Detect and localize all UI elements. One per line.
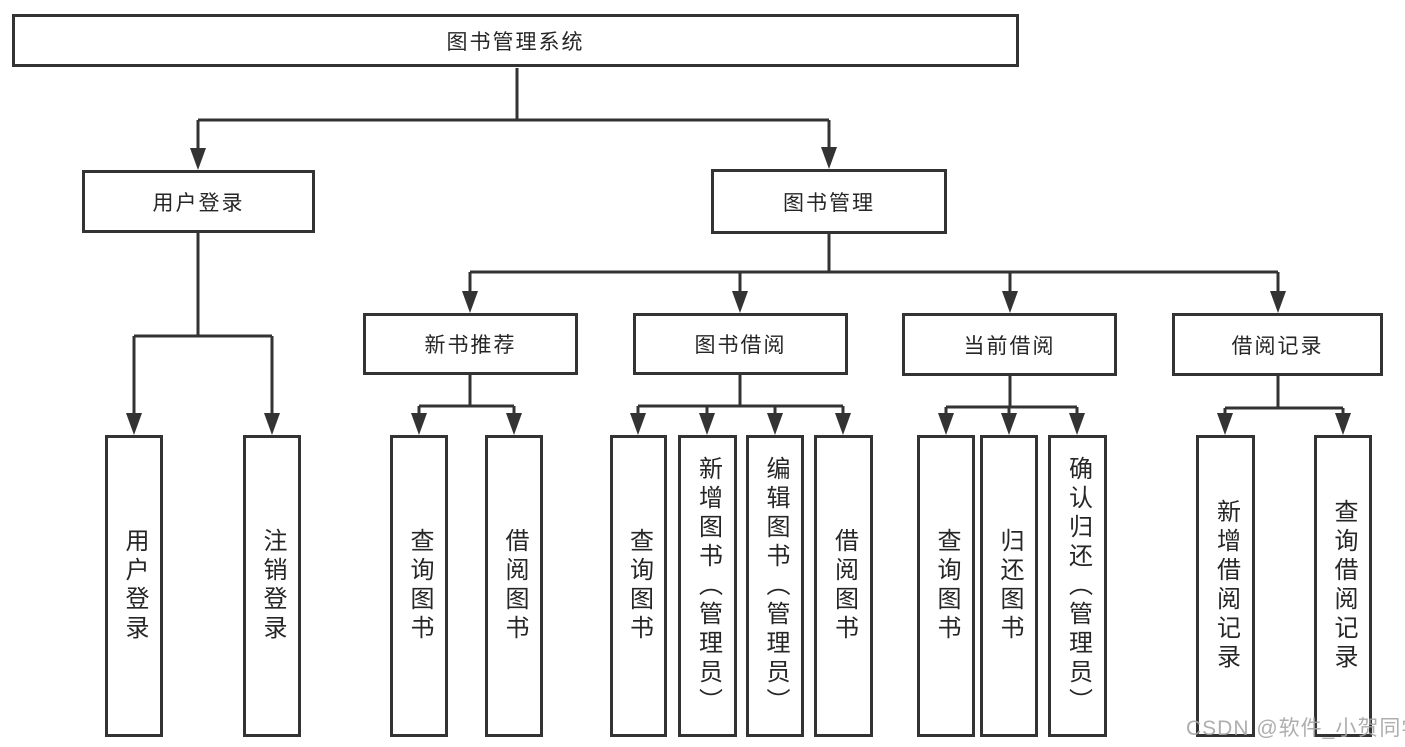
leaf-add-book-admin: 新增图书（管理员） bbox=[678, 435, 737, 737]
leaf-borrow-books-recommend: 借阅图书 bbox=[485, 435, 543, 737]
leaf-query-books-recommend: 查询图书 bbox=[390, 435, 448, 737]
leaf-edit-book-admin: 编辑图书（管理员） bbox=[746, 435, 804, 737]
leaf-query-books-borrowing: 查询图书 bbox=[610, 435, 667, 737]
arrow-down-icon bbox=[1217, 413, 1233, 435]
arrow-down-icon bbox=[699, 413, 715, 435]
arrow-down-icon bbox=[630, 413, 646, 435]
leaf-return-books: 归还图书 bbox=[980, 435, 1038, 737]
arrow-down-icon bbox=[1002, 291, 1018, 313]
arrow-down-icon bbox=[462, 291, 478, 313]
arrow-down-icon bbox=[767, 413, 783, 435]
arrow-down-icon bbox=[411, 413, 427, 435]
node-new-book-recommend: 新书推荐 bbox=[363, 313, 578, 375]
watermark: CSDN @软件_小贺同学 bbox=[1186, 717, 1405, 740]
connector-user-login-to-leaves bbox=[132, 233, 274, 431]
leaf-confirm-return-admin: 确认归还（管理员） bbox=[1048, 435, 1107, 737]
leaf-borrow-books-borrowing: 借阅图书 bbox=[814, 435, 873, 737]
connector-book-mgmt-to-sections bbox=[468, 234, 1280, 309]
arrow-down-icon bbox=[264, 413, 280, 435]
arrow-down-icon bbox=[732, 291, 748, 313]
node-user-login: 用户登录 bbox=[82, 170, 315, 233]
arrow-down-icon bbox=[190, 148, 206, 170]
arrow-down-icon bbox=[938, 413, 954, 435]
arrow-down-icon bbox=[1270, 291, 1286, 313]
connector-root-to-level1 bbox=[196, 68, 831, 166]
arrow-down-icon bbox=[1069, 413, 1085, 435]
node-book-management: 图书管理 bbox=[711, 169, 947, 234]
node-borrowing-records: 借阅记录 bbox=[1172, 313, 1383, 376]
arrow-down-icon bbox=[1335, 413, 1351, 435]
arrow-down-icon bbox=[1001, 413, 1017, 435]
arrow-down-icon bbox=[126, 413, 142, 435]
connector-new-book-rec-to-leaves bbox=[417, 375, 516, 431]
arrow-down-icon bbox=[506, 413, 522, 435]
leaf-query-books-current: 查询图书 bbox=[917, 435, 975, 737]
node-root: 图书管理系统 bbox=[12, 14, 1019, 67]
arrow-down-icon bbox=[835, 413, 851, 435]
node-current-borrowing: 当前借阅 bbox=[902, 313, 1117, 376]
leaf-add-borrow-record: 新增借阅记录 bbox=[1196, 435, 1255, 737]
arrowheads bbox=[126, 147, 1351, 435]
leaf-user-login: 用户登录 bbox=[105, 435, 163, 737]
leaf-logout: 注销登录 bbox=[243, 435, 301, 737]
connector-book-borrow-to-leaves bbox=[636, 375, 845, 431]
node-book-borrowing: 图书借阅 bbox=[633, 313, 848, 375]
leaf-query-borrow-record: 查询借阅记录 bbox=[1314, 435, 1372, 737]
arrow-down-icon bbox=[821, 147, 837, 169]
connector-borrow-records-to-leaves bbox=[1223, 376, 1345, 431]
